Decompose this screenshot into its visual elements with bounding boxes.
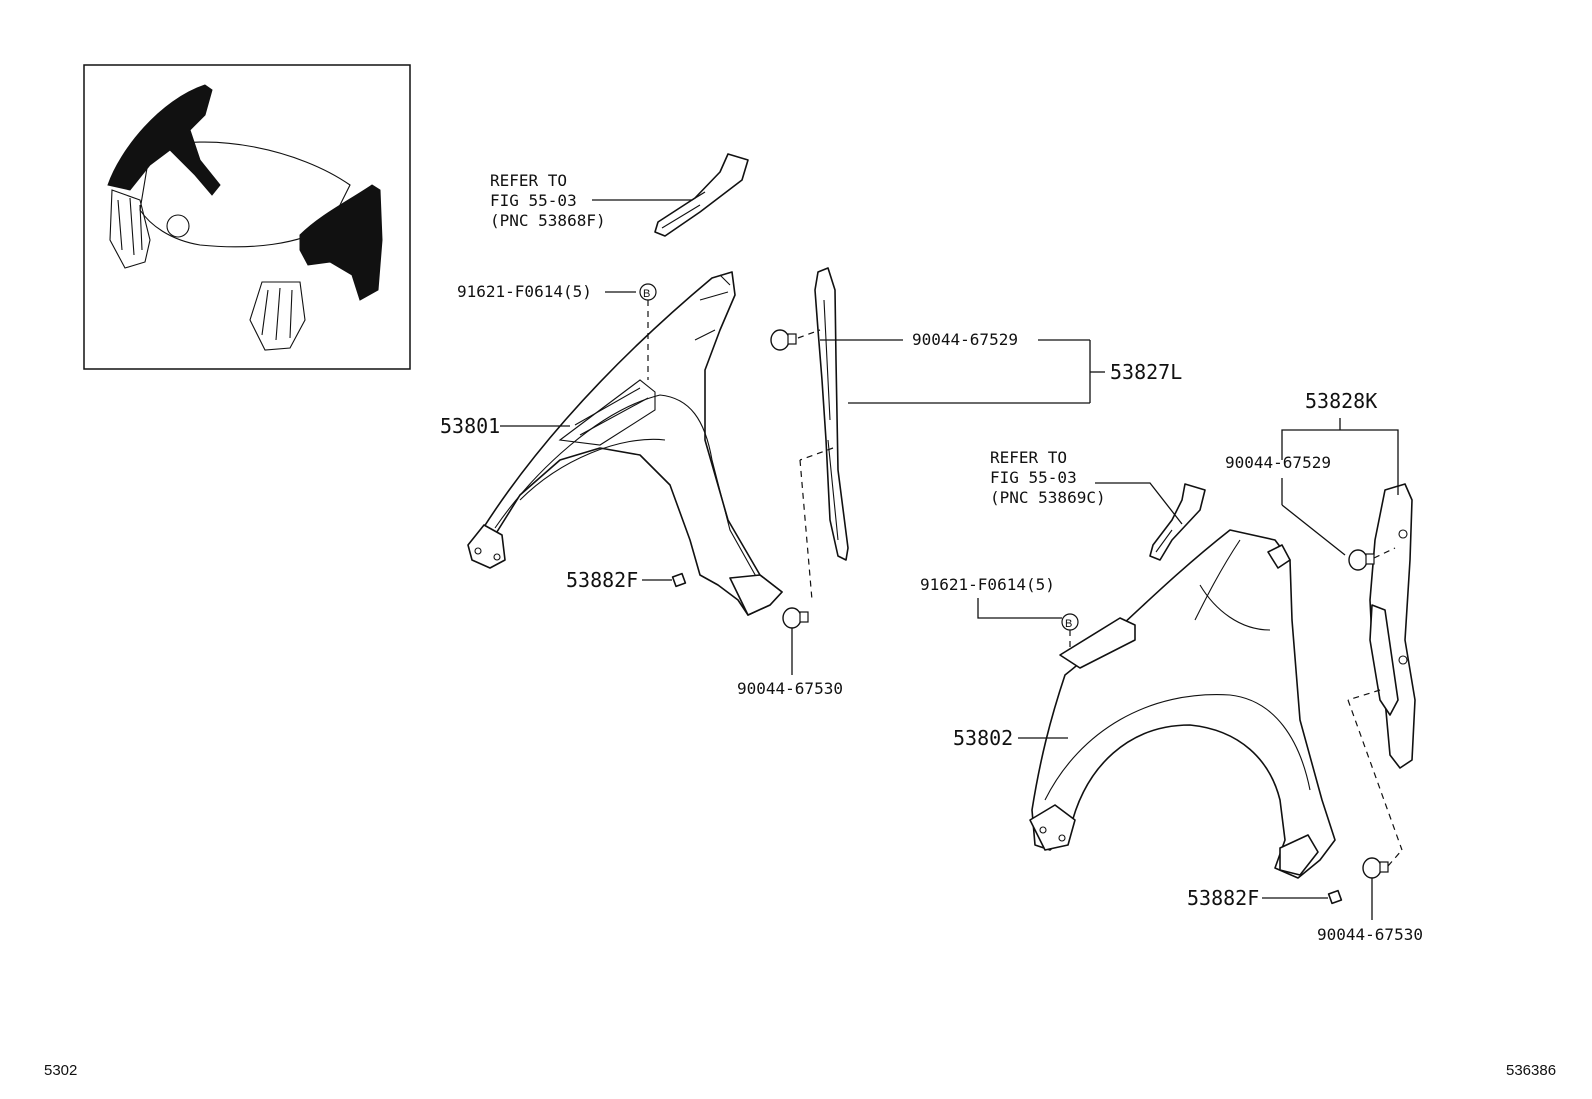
clip-lower-right <box>1362 857 1389 879</box>
label-bolt-right: 91621-F0614(5) <box>920 575 1055 594</box>
refer-mid-line1: REFER TO <box>990 448 1067 467</box>
seal-right-53828k <box>1369 483 1416 769</box>
overview-inset <box>83 64 411 370</box>
refer-top-line3: (PNC 53868F) <box>490 211 606 230</box>
figure-number: 5302 <box>44 1062 77 1079</box>
marker-b-left-text: B <box>643 288 650 300</box>
clip-upper-right <box>1348 549 1375 571</box>
label-clip-upper-right: 90044-67529 <box>1225 453 1331 472</box>
label-fender-right: 53802 <box>953 726 1013 750</box>
refer-mid-line2: FIG 55-03 <box>990 468 1077 487</box>
label-bracket-left: 53882F <box>566 568 638 592</box>
label-clip-upper-left: 90044-67529 <box>912 330 1018 349</box>
clip-lower-left <box>782 607 809 629</box>
label-bracket-right: 53882F <box>1187 886 1259 910</box>
label-clip-lower-right: 90044-67530 <box>1317 925 1423 944</box>
clip-upper-left <box>770 329 797 351</box>
ref-part-53869c <box>1095 482 1206 561</box>
refer-top-line1: REFER TO <box>490 171 567 190</box>
image-number: 536386 <box>1506 1062 1556 1079</box>
fender-right-53802 <box>1029 529 1336 879</box>
label-seal-right: 53828K <box>1305 389 1377 413</box>
ref-part-53868f <box>592 153 749 237</box>
seal-left-53827l <box>814 267 849 561</box>
refer-top-line2: FIG 55-03 <box>490 191 577 210</box>
bracket-left-part <box>671 572 687 588</box>
refer-mid-line3: (PNC 53869C) <box>990 488 1106 507</box>
label-fender-left: 53801 <box>440 414 500 438</box>
fender-left-53801 <box>467 271 783 616</box>
label-seal-left: 53827L <box>1110 360 1182 384</box>
marker-b-left <box>639 283 657 301</box>
label-clip-lower-left: 90044-67530 <box>737 679 843 698</box>
marker-b-right-text: B <box>1065 618 1072 630</box>
label-bolt-left: 91621-F0614(5) <box>457 282 592 301</box>
bracket-right-part <box>1327 889 1343 905</box>
